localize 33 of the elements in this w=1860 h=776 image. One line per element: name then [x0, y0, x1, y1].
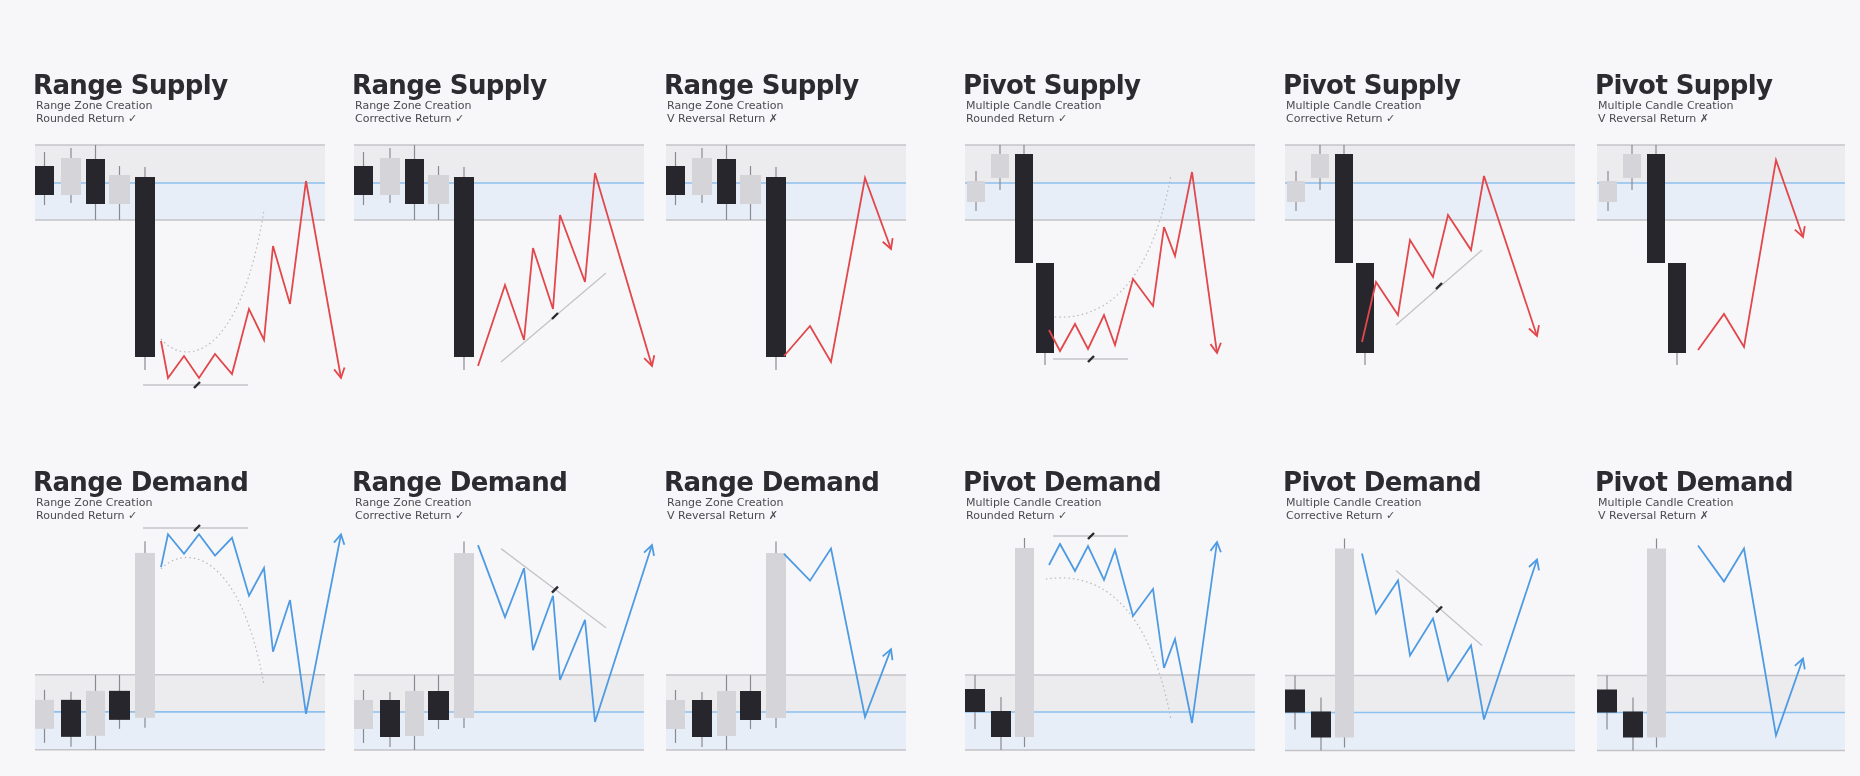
- creation-type-text: Multiple Candle Creation: [1598, 496, 1734, 509]
- creation-type-text: Range Zone Creation: [667, 496, 784, 509]
- creation-type-text: Range Zone Creation: [355, 99, 472, 112]
- return-type-text: Corrective Return ✓: [1286, 112, 1396, 125]
- return-type-text: Corrective Return ✓: [1286, 509, 1396, 522]
- creation-type-text: Multiple Candle Creation: [1286, 496, 1422, 509]
- creation-type-text: Multiple Candle Creation: [966, 496, 1102, 509]
- return-type-text: Rounded Return ✓: [966, 112, 1068, 125]
- setup-title: Range Supply: [352, 70, 547, 100]
- return-type-text: V Reversal Return ✗: [667, 112, 778, 125]
- setup-title: Range Supply: [664, 70, 859, 100]
- return-type-text: V Reversal Return ✗: [1598, 112, 1709, 125]
- return-type-text: Rounded Return ✓: [36, 112, 138, 125]
- setup-title: Range Demand: [352, 467, 568, 497]
- setup-title: Range Demand: [33, 467, 249, 497]
- setup-title: Pivot Supply: [1283, 70, 1461, 100]
- setup-title: Pivot Demand: [963, 467, 1162, 497]
- return-type-text: Corrective Return ✓: [355, 509, 465, 522]
- return-type-text: Rounded Return ✓: [966, 509, 1068, 522]
- return-type-text: Rounded Return ✓: [36, 509, 138, 522]
- creation-type-text: Range Zone Creation: [36, 496, 153, 509]
- creation-type-text: Range Zone Creation: [667, 99, 784, 112]
- return-type-text: V Reversal Return ✗: [1598, 509, 1709, 522]
- creation-type-text: Range Zone Creation: [355, 496, 472, 509]
- setup-title: Pivot Supply: [963, 70, 1141, 100]
- setup-title: Range Demand: [664, 467, 880, 497]
- return-type-text: Corrective Return ✓: [355, 112, 465, 125]
- setup-title: Range Supply: [33, 70, 228, 100]
- setup-title: Pivot Supply: [1595, 70, 1773, 100]
- setup-title: Pivot Demand: [1283, 467, 1482, 497]
- creation-type-text: Range Zone Creation: [36, 99, 153, 112]
- return-type-text: V Reversal Return ✗: [667, 509, 778, 522]
- setup-title: Pivot Demand: [1595, 467, 1794, 497]
